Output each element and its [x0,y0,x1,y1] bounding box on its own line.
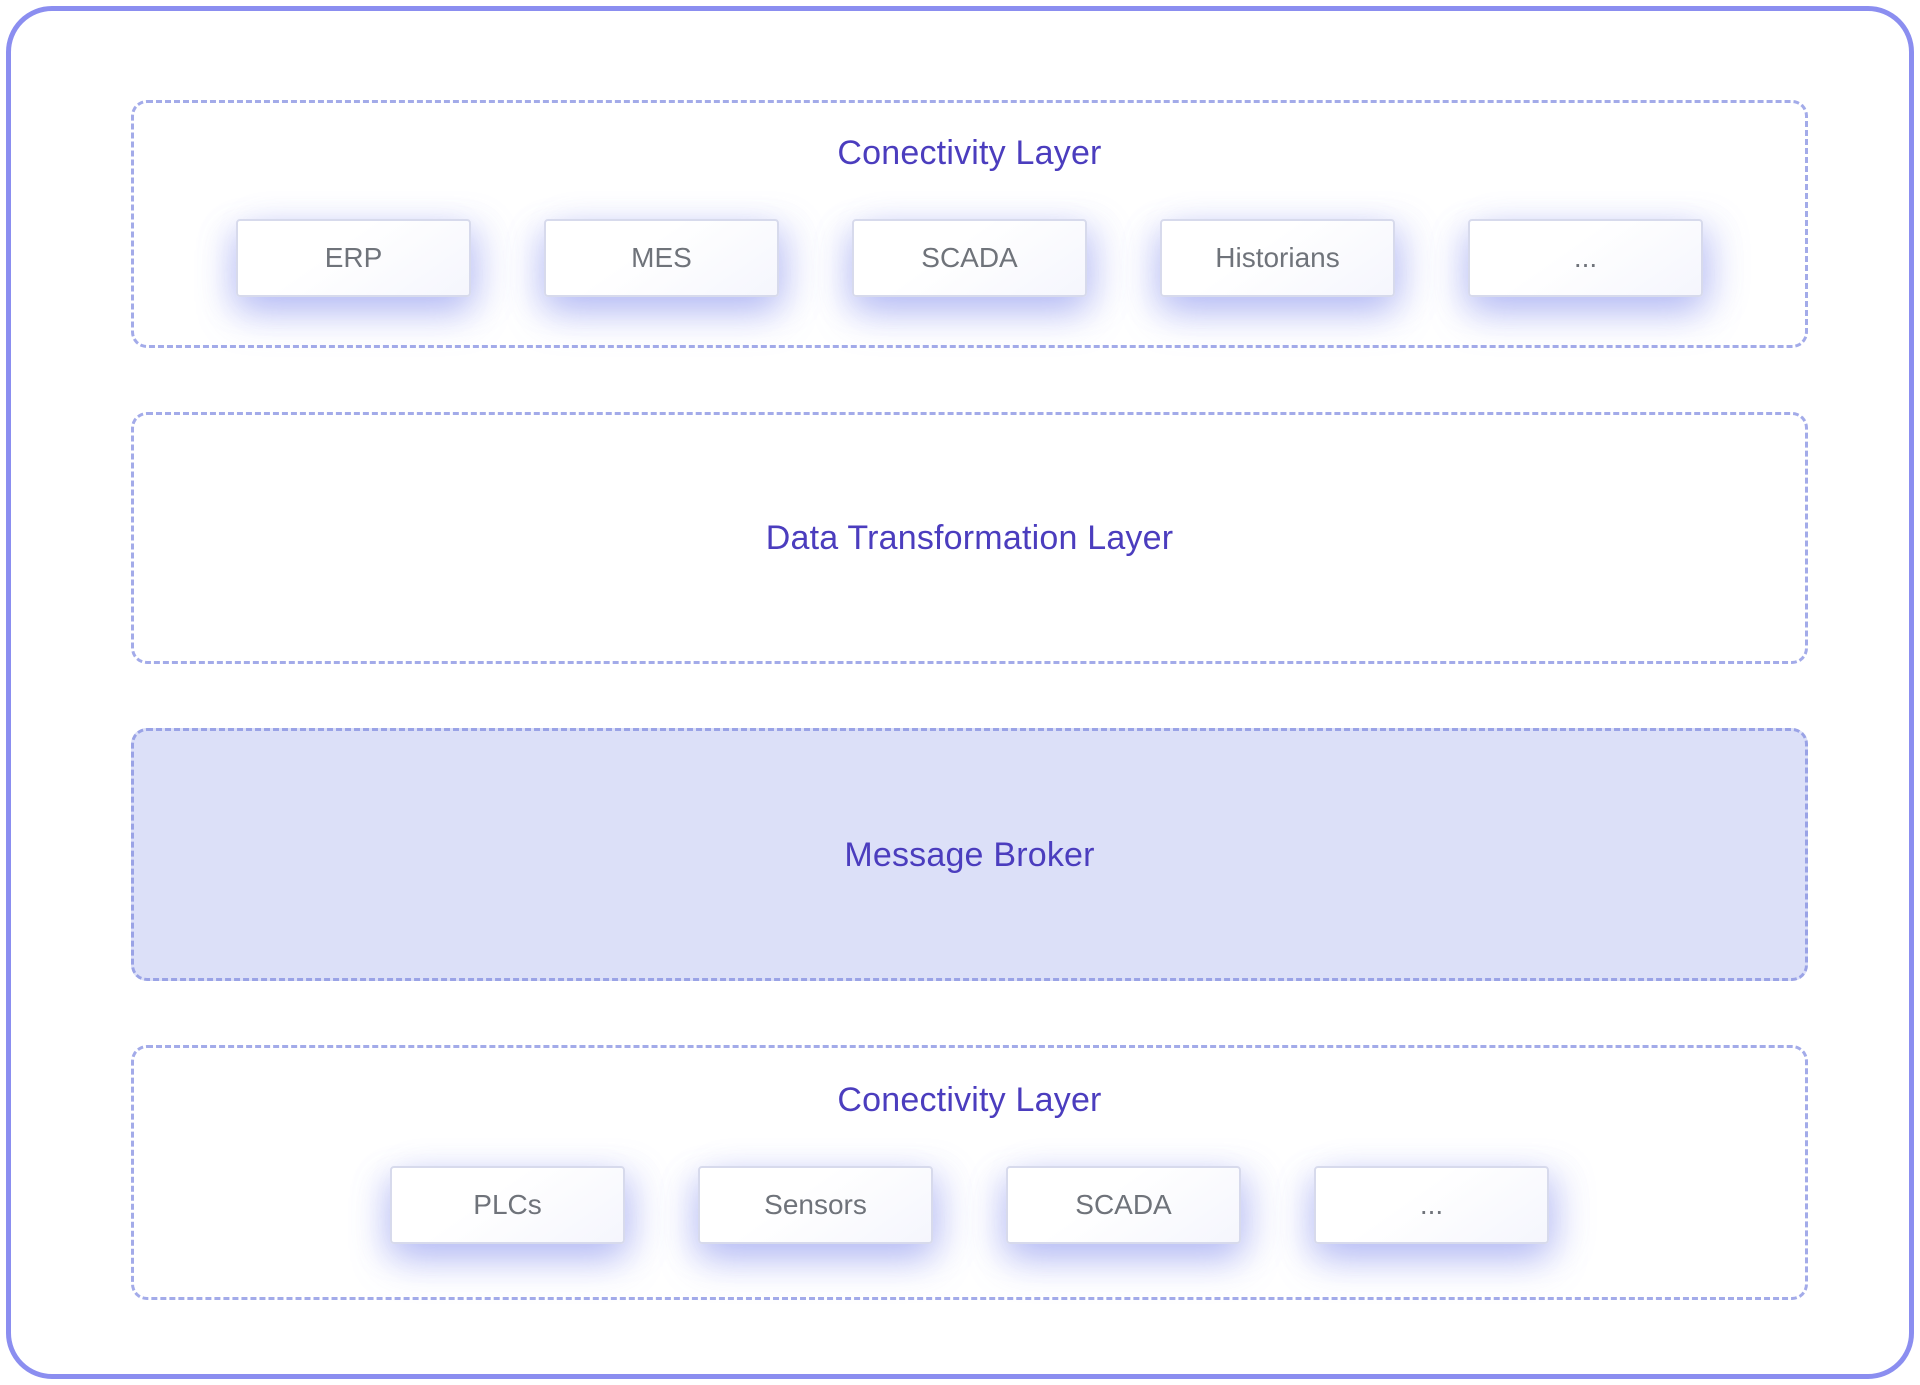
component-box: PLCs [390,1166,625,1244]
component-box: ... [1314,1166,1549,1244]
component-box: SCADA [852,219,1087,297]
component-box-row-bottom: PLCs Sensors SCADA... [390,1166,1549,1244]
component-box: Sensors [698,1166,933,1244]
component-box: MES [544,219,779,297]
layer-connectivity-top: Conectivity Layer ERP MES SCADA Historians.… [131,100,1808,348]
layer-connectivity-bottom: Conectivity Layer PLCs Sensors SCADA... [131,1045,1808,1300]
component-box: SCADA [1006,1166,1241,1244]
layer-title-connectivity-bottom: Conectivity Layer [837,1081,1102,1119]
layer-title-message-broker: Message Broker [844,835,1095,874]
component-box: Historians [1160,219,1395,297]
layer-title-connectivity-top: Conectivity Layer [837,134,1102,172]
layer-message-broker: Message Broker [131,728,1808,981]
layer-data-transformation: Data Transformation Layer [131,412,1808,664]
component-box: ... [1468,219,1703,297]
layer-title-data-transformation: Data Transformation Layer [765,519,1174,557]
diagram-card: Conectivity Layer ERP MES SCADA Historians.… [6,6,1914,1379]
component-box-row-top: ERP MES SCADA Historians... [236,219,1703,297]
component-box: ERP [236,219,471,297]
